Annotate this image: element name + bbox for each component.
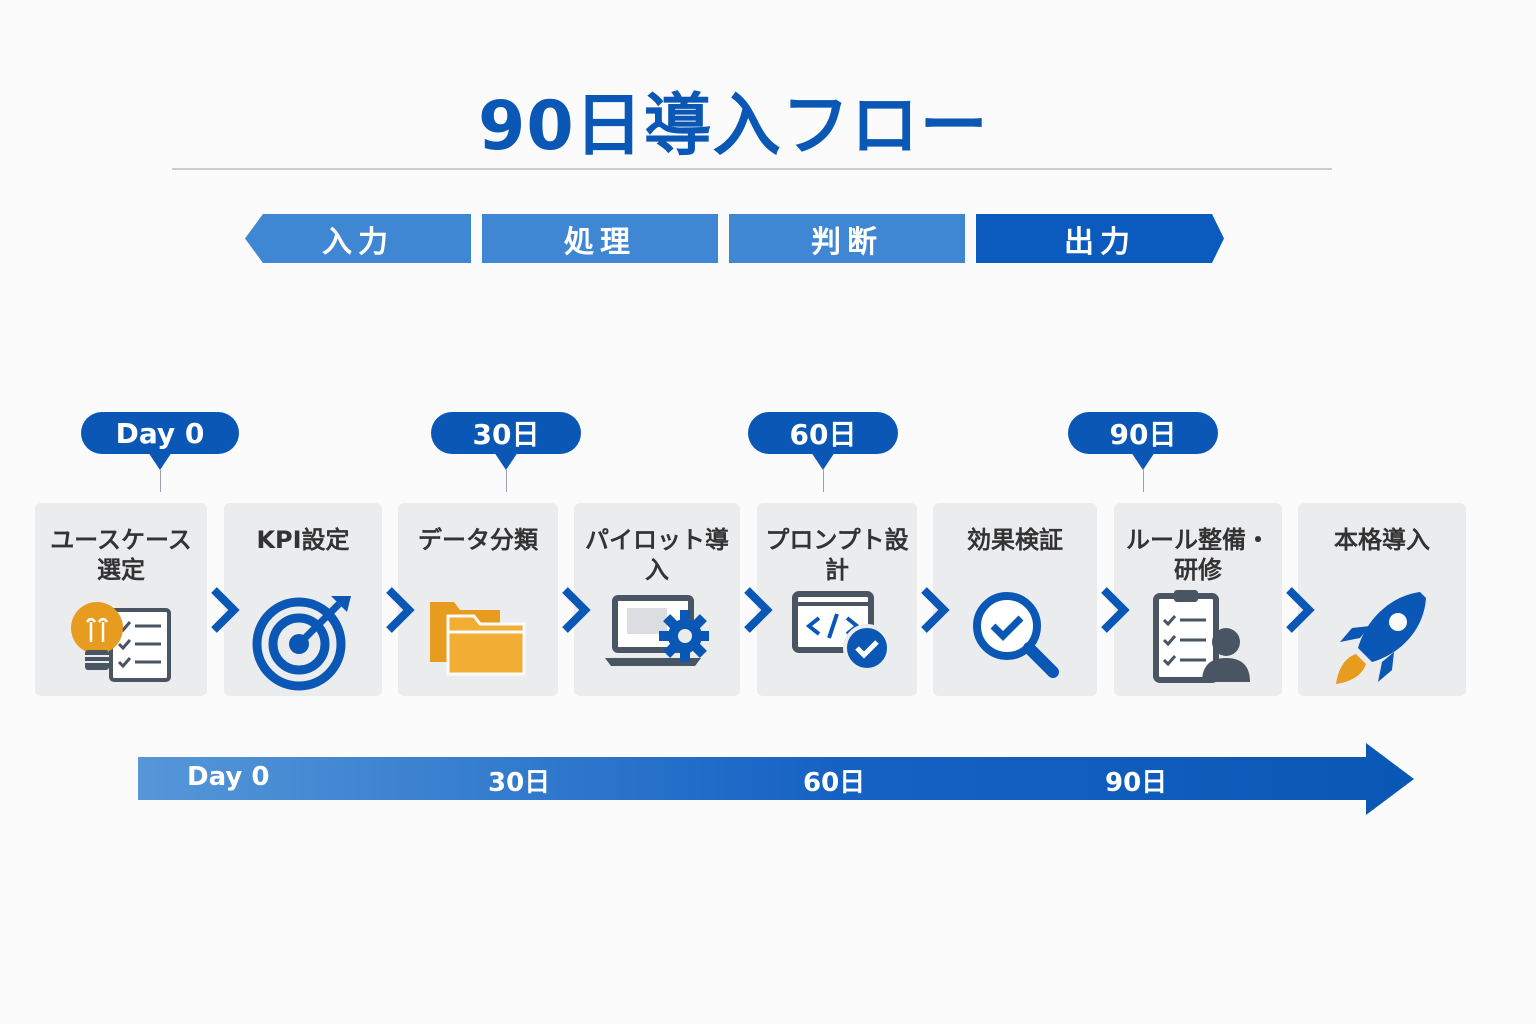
step-card-usecase: ユースケース 選定 (35, 503, 207, 696)
chevron-right-icon (921, 587, 950, 633)
milestone-pointer (148, 452, 172, 470)
laptop-gear-icon (605, 595, 709, 666)
chevron-right-icon (386, 587, 415, 633)
milestone-connector (506, 470, 507, 492)
milestone-label: 30日 (431, 412, 581, 454)
step-card-kpi: KPI設定 (224, 503, 382, 696)
magnifier-check-icon (973, 592, 1059, 678)
milestone-label: 90日 (1068, 412, 1218, 454)
milestone-label: 60日 (748, 412, 898, 454)
step-card-prompt: プロンプト設計 (757, 503, 917, 696)
milestone-90: 90日 (1068, 412, 1218, 492)
phase-input: 入力 (245, 214, 471, 263)
chevron-right-icon (744, 587, 773, 633)
phase-label: 入力 (322, 224, 394, 260)
phase-label: 処理 (564, 224, 636, 260)
step-label: ルール整備・ 研修 (1126, 526, 1270, 584)
code-check-icon (792, 591, 889, 672)
timeline-label-60: 60日 (803, 768, 866, 798)
title-divider (172, 168, 1332, 170)
milestone-pointer (1131, 452, 1155, 470)
milestone-connector (1143, 470, 1144, 492)
phase-process: 処理 (482, 214, 718, 263)
step-card-rules: ルール整備・ 研修 (1114, 503, 1282, 696)
timeline-label-day0: Day 0 (187, 762, 270, 792)
target-icon (252, 596, 351, 691)
phase-judge: 判断 (729, 214, 965, 263)
phase-label: 出力 (1064, 224, 1136, 260)
step-label: 本格導入 (1334, 526, 1430, 554)
milestone-label: Day 0 (81, 412, 239, 454)
step-label: ユースケース 選定 (50, 526, 192, 584)
milestone-connector (160, 470, 161, 492)
milestone-connector (823, 470, 824, 492)
step-label: パイロット導入 (585, 526, 729, 584)
milestone-60: 60日 (748, 412, 898, 492)
timeline-label-30: 30日 (488, 768, 551, 798)
rocket-icon (1336, 592, 1426, 684)
step-label: プロンプト設計 (765, 526, 909, 584)
milestone-pointer (494, 452, 518, 470)
step-label: データ分類 (418, 526, 538, 554)
step-label: 効果検証 (967, 526, 1063, 554)
milestone-pointer (811, 452, 835, 470)
chevron-right-icon (1101, 587, 1130, 633)
chevron-right-icon (562, 587, 591, 633)
phase-output: 出力 (976, 214, 1224, 263)
milestone-30: 30日 (431, 412, 581, 492)
clipboard-person-icon (1153, 590, 1250, 683)
timeline-label-90: 90日 (1105, 768, 1168, 798)
step-card-data: データ分類 (398, 503, 558, 696)
lightbulb-checklist-icon (71, 602, 171, 682)
chevron-right-icon (1286, 587, 1315, 633)
step-label: KPI設定 (256, 526, 350, 554)
phase-label: 判断 (811, 224, 883, 260)
milestone-day0: Day 0 (81, 412, 239, 492)
chevron-right-icon (211, 587, 240, 633)
folders-icon (430, 602, 526, 676)
step-card-rollout: 本格導入 (1298, 503, 1466, 696)
step-card-pilot: パイロット導入 (574, 503, 740, 696)
step-card-verify: 効果検証 (933, 503, 1097, 696)
page-title: 90日導入フロー (478, 87, 989, 166)
